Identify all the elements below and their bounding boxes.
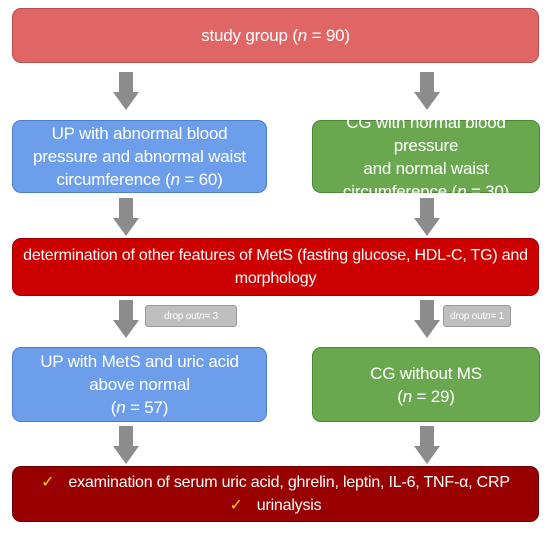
down-arrow-icon xyxy=(113,198,139,236)
check-icon: ✓ xyxy=(41,474,55,491)
cg-no-ms-box: CG without MS (n = 29) xyxy=(312,347,540,422)
cg-group-box: CG with normal blood pressure and normal… xyxy=(312,113,540,201)
cg-group-line2: and normal waist xyxy=(363,158,489,178)
examination-item-2: ✓urinalysis xyxy=(229,497,322,514)
down-arrow-icon xyxy=(113,300,139,338)
cg-group-line1: CG with normal blood pressure xyxy=(346,112,506,155)
determination-box: determination of other features of MetS … xyxy=(12,238,539,296)
determination-text: determination of other features of MetS … xyxy=(23,244,528,290)
down-arrow-icon xyxy=(414,72,440,110)
up-group-line3: circumference (n = 60) xyxy=(56,170,223,189)
up-mets-text: UP with MetS and uric acid above normal … xyxy=(40,350,239,419)
down-arrow-icon xyxy=(414,198,440,236)
up-mets-box: UP with MetS and uric acid above normal … xyxy=(12,347,267,422)
cg-no-ms-line2: (n = 29) xyxy=(397,386,455,406)
cg-group-line3: circumference (n = 30) xyxy=(342,181,510,201)
up-mets-line2: above normal xyxy=(89,375,190,394)
examination-item-1: ✓examination of serum uric acid, ghrelin… xyxy=(41,474,510,491)
up-mets-line1: UP with MetS and uric acid xyxy=(40,352,239,371)
examination-box: ✓examination of serum uric acid, ghrelin… xyxy=(12,466,539,522)
determination-line1: determination of other features of MetS … xyxy=(23,247,528,264)
up-group-line2: pressure and abnormal waist xyxy=(33,147,246,166)
determination-line2: morphology xyxy=(234,270,317,287)
cg-group-text: CG with normal blood pressure and normal… xyxy=(313,111,539,203)
down-arrow-icon xyxy=(414,300,440,338)
examination-text: ✓examination of serum uric acid, ghrelin… xyxy=(41,471,510,517)
check-icon: ✓ xyxy=(229,497,243,514)
down-arrow-icon xyxy=(113,72,139,110)
cg-no-ms-text: CG without MS (n = 29) xyxy=(370,362,482,408)
up-mets-line3: (n = 57) xyxy=(110,398,169,417)
study-group-box: study group (n = 90) xyxy=(12,8,539,63)
drop-out-right-label: drop out n = 1 xyxy=(443,305,511,327)
down-arrow-icon xyxy=(414,426,440,464)
up-group-line1: UP with abnormal blood xyxy=(51,124,228,143)
study-group-text: study group (n = 90) xyxy=(201,26,350,45)
up-group-text: UP with abnormal blood pressure and abno… xyxy=(33,122,246,191)
drop-out-left-label: drop out n = 3 xyxy=(145,305,237,327)
up-group-box: UP with abnormal blood pressure and abno… xyxy=(12,120,267,193)
cg-no-ms-line1: CG without MS xyxy=(370,363,482,383)
down-arrow-icon xyxy=(113,426,139,464)
